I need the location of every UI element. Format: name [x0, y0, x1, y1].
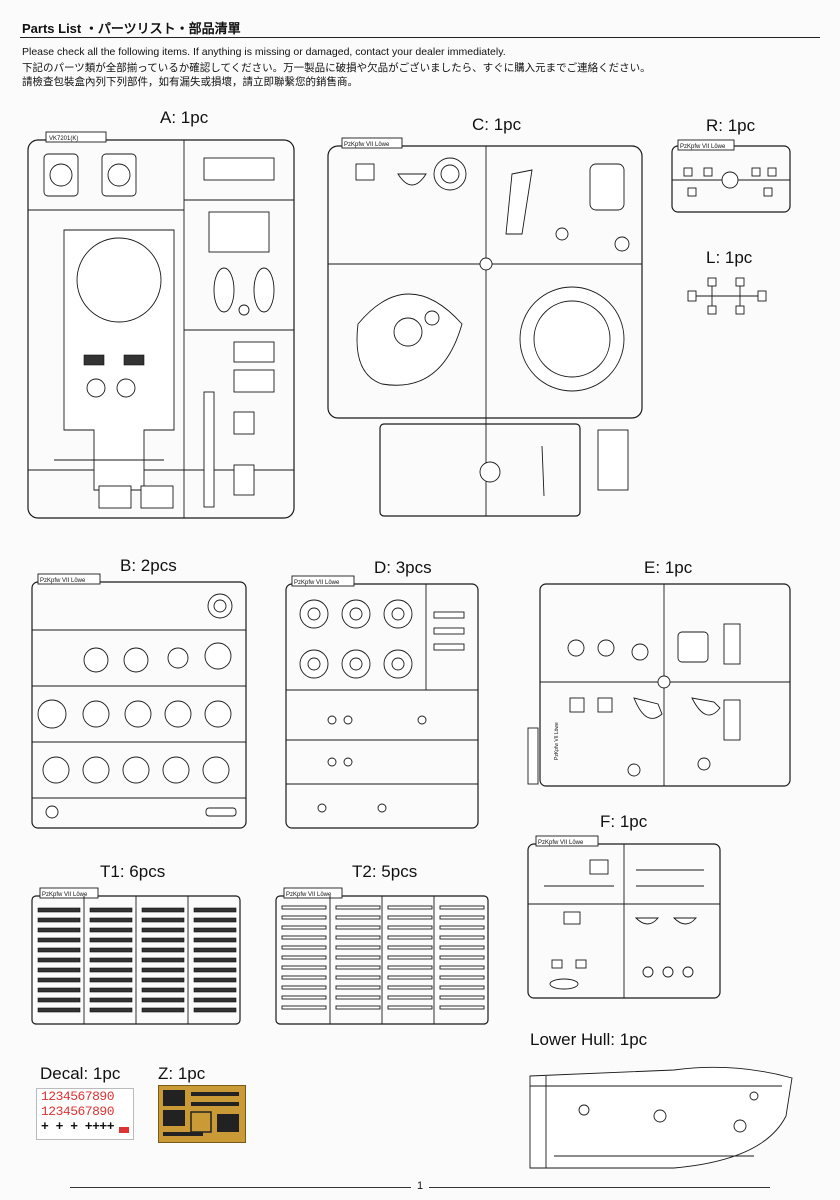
instruction-japanese: 下記のパーツ類が全部揃っているか確認してください。万一製品に破損や欠品がございま… — [22, 62, 651, 74]
decal-number-row: 1234567890 — [41, 1104, 115, 1119]
sprue-b-label: B: 2pcs — [120, 556, 177, 575]
sprue-r-label: R: 1pc — [706, 116, 756, 135]
sprue-l-label: L: 1pc — [706, 248, 753, 267]
header-divider — [20, 37, 820, 38]
decal-sheet: 1234567890 1234567890 + + + ++++ — [36, 1088, 134, 1140]
sprue-e-tag: PzKpfw VII Löwe — [554, 722, 560, 760]
sprue-t2-tag: PzKpfw VII Löwe — [286, 892, 332, 898]
page-title: Parts List ・パーツリスト・部品清單 — [22, 21, 241, 36]
sprue-f-tag: PzKpfw VII Löwe — [538, 840, 584, 846]
sprue-t1-tag: PzKpfw VII Löwe — [42, 892, 88, 898]
sprue-b-tag: PzKpfw VII Löwe — [40, 578, 86, 584]
sprue-c-diagram: PzKpfw VII Löwe — [327, 137, 643, 517]
decal-label: Decal: 1pc — [40, 1064, 121, 1083]
sprue-d-label: D: 3pcs — [374, 558, 432, 577]
photo-etch-fret — [158, 1085, 246, 1143]
sprue-e-label: E: 1pc — [644, 558, 693, 577]
sprue-f-diagram: PzKpfw VII Löwe — [527, 835, 721, 999]
sprue-b-diagram: PzKpfw VII Löwe — [31, 573, 247, 829]
photo-etch-parts — [163, 1090, 239, 1136]
sprue-z-label: Z: 1pc — [158, 1064, 206, 1083]
lower-hull-diagram — [529, 1066, 793, 1169]
sprue-t1-label: T1: 6pcs — [100, 862, 166, 881]
sprue-t2-label: T2: 5pcs — [352, 862, 418, 881]
page-number-text: 1 — [410, 1180, 430, 1192]
page-number: 1 — [0, 1180, 840, 1192]
sprue-a-label: A: 1pc — [160, 108, 209, 127]
instruction-english: Please check all the following items. If… — [22, 46, 506, 58]
sprue-t2-diagram: PzKpfw VII Löwe — [275, 887, 489, 1025]
sprue-d-diagram: PzKpfw VII Löwe — [285, 575, 479, 829]
decal-balkenkreuz-row: + + + ++++ — [41, 1119, 115, 1134]
sprue-l-diagram — [687, 277, 767, 315]
decal-flag-marking — [119, 1127, 129, 1133]
sprue-f-label: F: 1pc — [600, 812, 648, 831]
sprue-e-diagram: PzKpfw VII Löwe — [527, 583, 791, 787]
sprue-c-tag: PzKpfw VII Löwe — [344, 142, 390, 148]
instruction-chinese: 請檢查包裝盒內列下列部件，如有漏失或損壞，請立即聯繫您的銷售商。 — [22, 76, 358, 88]
decal-number-row: 1234567890 — [41, 1089, 115, 1104]
sprue-a-diagram: VK7201(K) — [27, 131, 295, 519]
sprue-r-diagram: PzKpfw VII Löwe — [671, 139, 791, 213]
sprue-r-tag: PzKpfw VII Löwe — [680, 144, 726, 150]
sprue-a-tag: VK7201(K) — [49, 136, 78, 142]
sprue-d-tag: PzKpfw VII Löwe — [294, 580, 340, 586]
lower-hull-label: Lower Hull: 1pc — [530, 1030, 648, 1049]
sprue-t1-diagram: PzKpfw VII Löwe — [31, 887, 241, 1025]
sprue-c-label: C: 1pc — [472, 115, 522, 134]
